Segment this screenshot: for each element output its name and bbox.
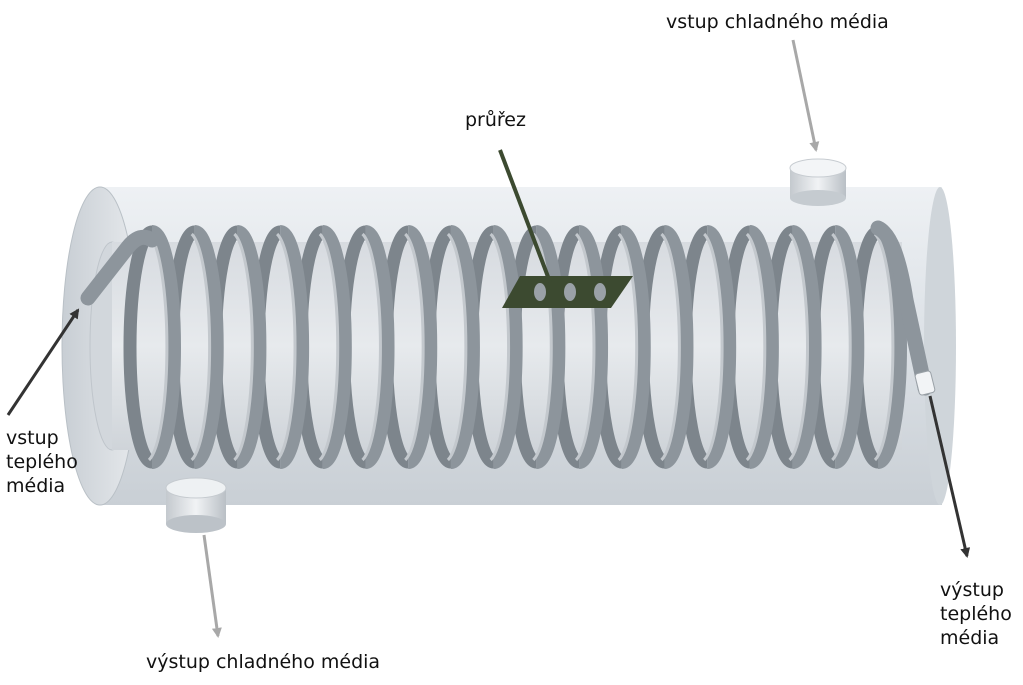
shell-right-end — [924, 187, 956, 505]
coil-turn-highlight — [233, 232, 254, 462]
cold-outlet-label: výstup chladného média — [146, 651, 381, 673]
coil-turn-highlight — [489, 232, 511, 462]
coil-outlet-lead — [870, 220, 933, 396]
coil-turn-front — [577, 225, 609, 469]
coil-turn-highlight — [745, 232, 767, 462]
hot-outlet-arrow — [928, 395, 971, 558]
coil-turn-highlight — [404, 232, 425, 462]
coil-front-strands — [147, 225, 907, 469]
coil-turn-front — [150, 225, 181, 469]
coil-turn-front — [662, 225, 694, 469]
hot-inlet-label-line: vstup — [6, 427, 59, 449]
cold-inlet-arrow — [791, 39, 820, 152]
coil-turn-highlight — [276, 232, 297, 462]
coil-turn-front — [363, 225, 395, 469]
coil-turn-front — [619, 225, 651, 469]
coil-turn-front — [449, 225, 480, 469]
coil-turn-highlight — [446, 232, 468, 462]
cold-outlet-arrow — [202, 534, 222, 638]
cold-outlet-nozzle — [165, 477, 227, 533]
coil-turn-highlight — [532, 232, 553, 462]
coil-turn-front — [534, 225, 566, 469]
coil-inlet-lead — [80, 229, 160, 306]
hot-inlet-label: vstup teplého média — [6, 426, 78, 498]
coil-turn-front — [790, 225, 822, 469]
coil-turn-front — [747, 225, 779, 469]
hot-inlet-arrow — [6, 308, 80, 416]
coil-turn-front — [235, 225, 267, 469]
coil-turn-highlight — [703, 232, 724, 462]
hot-inlet-label-line: média — [6, 475, 66, 497]
coil-turn-front — [833, 225, 865, 469]
coil-turn-front — [705, 225, 737, 469]
coil-turn-front — [406, 225, 438, 469]
hot-outlet-label-line: výstup — [940, 579, 1004, 601]
coil-turn-highlight — [361, 232, 382, 462]
cold-inlet-label: vstup chladného média — [666, 11, 889, 33]
outlet-fitting — [914, 370, 936, 396]
coil-turn-highlight — [788, 232, 810, 462]
cross-section-label: průřez — [465, 109, 526, 131]
cross-section-hole — [594, 283, 606, 301]
coil-turn-highlight — [831, 232, 852, 462]
coil-turn-front — [320, 225, 352, 469]
coil-turn-front — [278, 225, 310, 469]
coil-turn-front — [192, 225, 224, 469]
hot-outlet-label: výstup teplého média — [940, 578, 1012, 650]
coil-turn-highlight — [190, 232, 212, 462]
coil-turn-highlight — [147, 232, 169, 462]
cross-section-hole — [534, 283, 546, 301]
cross-section-leader — [498, 149, 552, 283]
cold-inlet-nozzle — [789, 158, 847, 206]
coil-turn-front — [491, 225, 523, 469]
hot-outlet-label-line: média — [940, 627, 1000, 649]
coil-turn-highlight — [873, 232, 895, 462]
coil-turn-highlight — [318, 232, 340, 462]
cross-section-hole — [564, 283, 576, 301]
coil-turn-highlight — [660, 232, 681, 462]
hot-inlet-label-line: teplého — [6, 451, 78, 473]
hot-outlet-label-line: teplého — [940, 603, 1012, 625]
coil-turn-highlight — [574, 232, 596, 462]
coil-turn-highlight — [617, 232, 639, 462]
cross-section-holes — [534, 283, 606, 301]
